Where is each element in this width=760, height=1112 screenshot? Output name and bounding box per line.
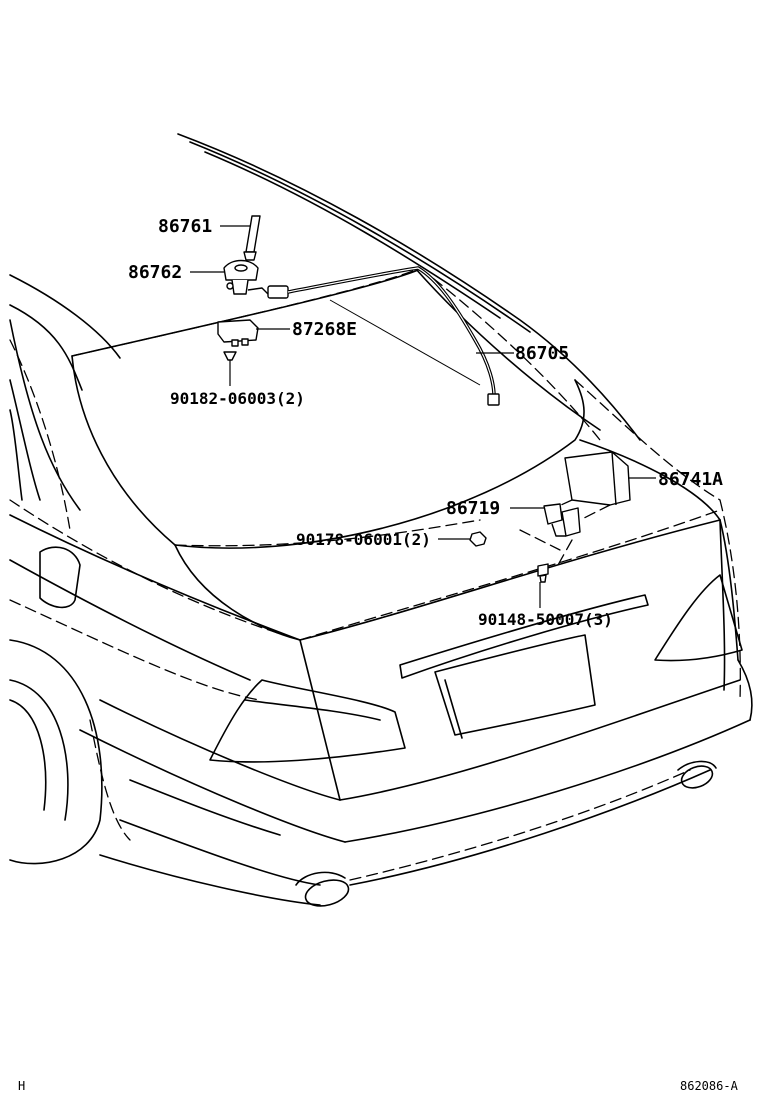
screw: [537, 563, 549, 583]
antenna-cord: [247, 266, 500, 406]
nut: [469, 531, 487, 547]
label-antenna-base: 86762: [128, 262, 182, 283]
figure-id: 862086-A: [680, 1079, 739, 1093]
antenna-base: [223, 259, 259, 295]
antenna-pad: [217, 319, 259, 347]
antenna-rod: [243, 215, 261, 261]
hidden-lines: [9, 267, 741, 881]
label-antenna-pad: 87268E: [292, 319, 357, 340]
amplifier: [549, 451, 631, 521]
part-labels: 86761 86762 87268E 90182-06003(2) 86705 …: [128, 216, 723, 629]
footer-left-code: H: [18, 1079, 25, 1093]
label-antenna-clip: 90182-06003(2): [170, 389, 305, 408]
label-antenna-cord: 86705: [515, 343, 569, 364]
label-antenna-rod: 86761: [158, 216, 212, 237]
label-screw: 90148-50007(3): [478, 610, 613, 629]
label-nut: 90178-06001(2): [296, 530, 431, 549]
label-bracket: 86719: [446, 498, 500, 519]
car-body-outline: [9, 133, 753, 907]
leader-lines: [190, 225, 656, 608]
bracket: [519, 503, 581, 566]
label-amplifier: 86741A: [658, 469, 723, 490]
antenna-clip: [223, 351, 237, 361]
